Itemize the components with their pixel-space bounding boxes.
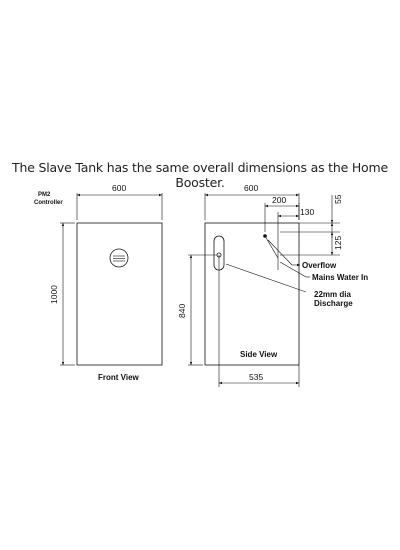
- dim-125: 125: [333, 236, 343, 250]
- mains-label: Mains Water In: [312, 273, 368, 282]
- side-depth-dim: 535: [249, 372, 263, 382]
- dim-200: 200: [272, 195, 286, 205]
- front-view-title: Front View: [98, 373, 140, 382]
- discharge-label-line1: 22mm dia: [314, 290, 351, 299]
- pm2-controller-icon: [109, 248, 129, 268]
- side-tank-outline: [204, 222, 300, 366]
- controller-label-line1: PM2: [38, 192, 51, 198]
- dim-55: 55: [333, 194, 343, 204]
- side-width-dim: 600: [244, 183, 258, 193]
- discharge-label-line2: Discharge: [314, 299, 353, 308]
- overflow-label: Overflow: [302, 261, 337, 270]
- front-tank-outline: [76, 222, 163, 366]
- front-width-dim: 600: [112, 183, 126, 193]
- side-view-title: Side View: [240, 350, 278, 359]
- controller-label-line2: Controller: [34, 200, 63, 206]
- dim-130: 130: [300, 207, 314, 217]
- caption: The Slave Tank has the same overall dime…: [12, 160, 388, 190]
- front-height-dim: 1000: [49, 285, 59, 304]
- side-view: 600 200 130 55 125 Overflow Mains Water …: [177, 183, 368, 387]
- front-view: PM2 Controller 600 1000 Front View: [34, 183, 163, 382]
- side-height-dim: 840: [177, 304, 187, 318]
